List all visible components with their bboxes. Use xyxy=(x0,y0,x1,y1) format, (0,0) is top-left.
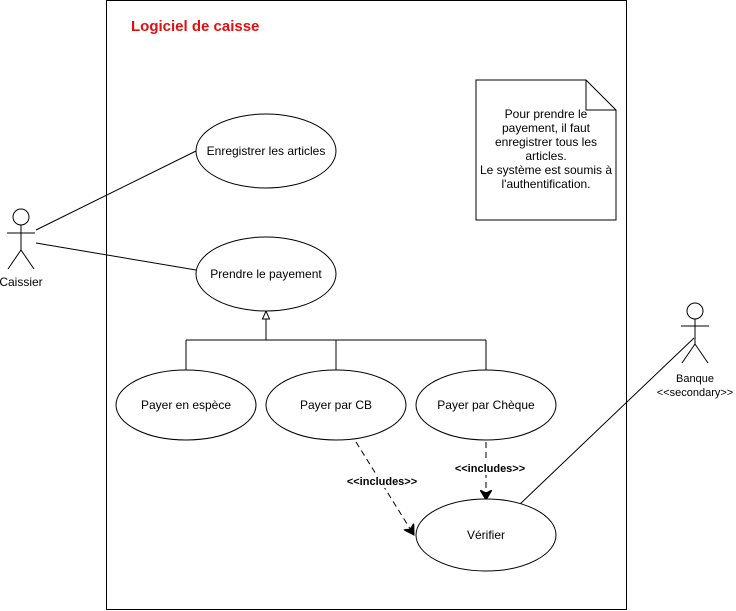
use-case-espece: Payer en espèce xyxy=(115,369,257,441)
include-label-cb: <<includes>> xyxy=(347,476,417,488)
note: Pour prendre le payement, il faut enregi… xyxy=(475,79,617,221)
association-banque-verifier xyxy=(518,337,695,506)
actor-banque-label: Banque xyxy=(676,373,714,385)
system-title: Logiciel de caisse xyxy=(131,18,259,35)
actor-banque xyxy=(681,302,709,364)
generalization xyxy=(185,309,487,371)
use-case-enregistrer-label: Enregistrer les articles xyxy=(207,144,326,158)
note-line-1: Pour prendre le xyxy=(505,107,588,121)
use-case-prendre: Prendre le payement xyxy=(195,236,337,312)
use-case-prendre-label: Prendre le payement xyxy=(210,267,322,281)
generalization-arrowhead xyxy=(261,309,271,320)
note-line-4: articles. xyxy=(525,149,566,163)
association-caissier-enregistrer xyxy=(35,150,197,231)
actor-banque-head xyxy=(686,302,704,320)
use-case-cheque: Payer par Chèque xyxy=(415,369,557,441)
association-caissier-prendre xyxy=(35,242,197,271)
actor-caissier-label: Caissier xyxy=(0,275,43,289)
use-case-verifier-label: Vérifier xyxy=(467,528,505,542)
use-case-cb: Payer par CB xyxy=(265,369,407,441)
actor-caissier xyxy=(7,208,35,270)
use-case-cheque-label: Payer par Chèque xyxy=(437,398,535,412)
note-line-6: l'authentification. xyxy=(501,177,590,191)
use-case-verifier: Vérifier xyxy=(415,498,557,572)
use-case-cb-label: Payer par CB xyxy=(300,398,372,412)
note-line-5: Le système est soumis à xyxy=(480,163,612,177)
note-line-3: enregistrer tous les xyxy=(495,135,597,149)
use-case-espece-label: Payer en espèce xyxy=(141,398,231,412)
actor-caissier-head xyxy=(12,208,30,226)
use-case-enregistrer: Enregistrer les articles xyxy=(195,113,337,189)
include-label-cheque: <<includes>> xyxy=(455,463,525,475)
include-cb-verifier xyxy=(355,441,414,535)
actor-banque-stereotype: <<secondary>> xyxy=(657,387,733,399)
note-line-2: payement, il faut xyxy=(502,121,591,135)
